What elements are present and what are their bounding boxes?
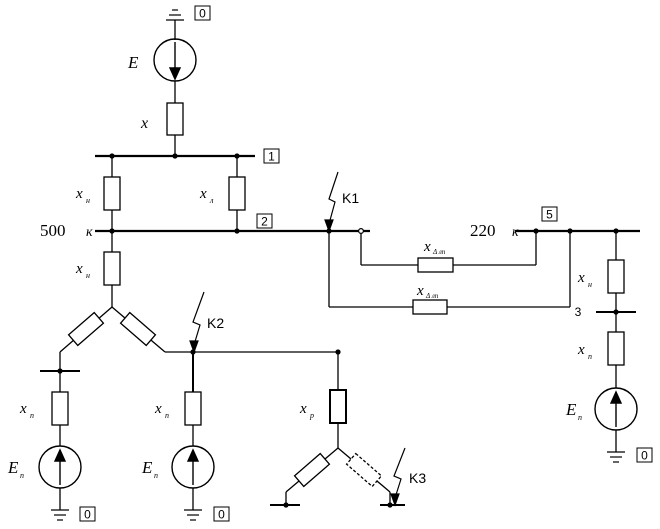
label-x-left-gen: x <box>19 401 27 417</box>
label-x-right1-sub: н <box>588 280 592 289</box>
label-x-line1-sub: Δ лп <box>432 248 446 256</box>
junctions <box>57 153 619 508</box>
node-label-5: 5 <box>546 208 553 222</box>
reactance-x-mid <box>329 389 347 424</box>
fault-labels: K1 K2 K3 <box>207 190 426 486</box>
label-xa-sub: н <box>86 196 90 205</box>
reactance-x-mid-gen <box>184 391 202 426</box>
reactance-xc <box>103 251 121 286</box>
wires <box>40 20 640 510</box>
source-top-icon <box>153 38 197 82</box>
label-xa: x <box>75 186 83 202</box>
ground-symbols <box>51 9 625 521</box>
label-source-top: E <box>127 53 139 72</box>
label-x-right1: x <box>577 270 585 286</box>
reactance-x-top <box>166 102 184 136</box>
voltage-220-unit: к <box>512 225 519 240</box>
voltage-220: 220 <box>470 221 496 240</box>
node-label-0-left: 0 <box>84 508 91 522</box>
voltage-500: 500 <box>40 221 66 240</box>
lightning-k1-icon <box>324 171 339 233</box>
label-e-mid-sub: п <box>154 471 158 480</box>
source-left-icon <box>38 445 82 489</box>
reactance-xa <box>103 176 121 211</box>
reactance-right2 <box>607 331 625 366</box>
label-x-mid: x <box>299 401 307 417</box>
label-xb-sub: л <box>209 196 214 205</box>
node-label-0-mid: 0 <box>218 508 225 522</box>
fault-label-k3: K3 <box>409 470 426 486</box>
reactance-mid-right-arm <box>345 452 383 488</box>
source-right-icon <box>594 387 638 431</box>
label-x-line1: x <box>423 239 431 255</box>
node-label-1: 1 <box>268 150 275 164</box>
ground-icon <box>607 451 625 463</box>
voltage-500-unit: к <box>86 225 93 240</box>
reactance-right1 <box>607 259 625 294</box>
node-label-0-top: 0 <box>199 7 206 21</box>
node-label-3: 3 <box>575 305 582 319</box>
reactance-elements <box>51 102 625 488</box>
label-x-line2-sub: Δ лп <box>425 292 439 300</box>
sources <box>38 38 638 489</box>
ground-icon <box>166 9 184 21</box>
label-x-right2: x <box>577 342 585 358</box>
node-label-0-right: 0 <box>641 449 648 463</box>
voltage-labels: 500 к 220 к <box>40 221 519 240</box>
label-x-top: x <box>140 115 148 132</box>
label-x-mid-sub: р <box>309 411 314 420</box>
label-e-right: E <box>565 400 577 419</box>
reactance-x-left-gen <box>51 391 69 426</box>
element-labels: E x x н x л x н x п E п x п E п x р x Δ … <box>7 53 592 480</box>
label-xb: x <box>199 186 207 202</box>
label-xc-sub: н <box>86 271 90 280</box>
reactance-xb <box>228 176 246 211</box>
fault-symbols <box>189 171 406 507</box>
source-mid-icon <box>171 445 215 489</box>
reactance-right-transformer-arm <box>119 311 157 347</box>
fault-label-k2: K2 <box>207 315 224 331</box>
ground-icon <box>51 509 69 521</box>
reactance-line1 <box>417 257 454 273</box>
lightning-k3-icon <box>390 447 406 507</box>
label-x-mid-gen: x <box>154 401 162 417</box>
fault-label-k1: K1 <box>342 190 359 206</box>
label-xc: x <box>75 261 83 277</box>
label-x-left-gen-sub: п <box>30 411 34 420</box>
node-label-2: 2 <box>261 215 268 229</box>
reactance-mid-left-arm <box>293 452 331 488</box>
reactance-left-transformer-arm <box>67 311 105 347</box>
label-e-left-sub: п <box>20 471 24 480</box>
label-e-right-sub: п <box>578 413 582 422</box>
reactance-line2 <box>412 299 448 315</box>
label-x-line2: x <box>416 283 424 299</box>
label-x-mid-gen-sub: п <box>165 411 169 420</box>
node-boxes: 0 1 2 5 3 0 0 0 <box>79 5 653 522</box>
ground-icon <box>184 509 202 521</box>
label-e-mid: E <box>141 458 153 477</box>
lightning-k2-icon <box>189 291 205 354</box>
label-x-right2-sub: п <box>588 352 592 361</box>
label-e-left: E <box>7 458 19 477</box>
